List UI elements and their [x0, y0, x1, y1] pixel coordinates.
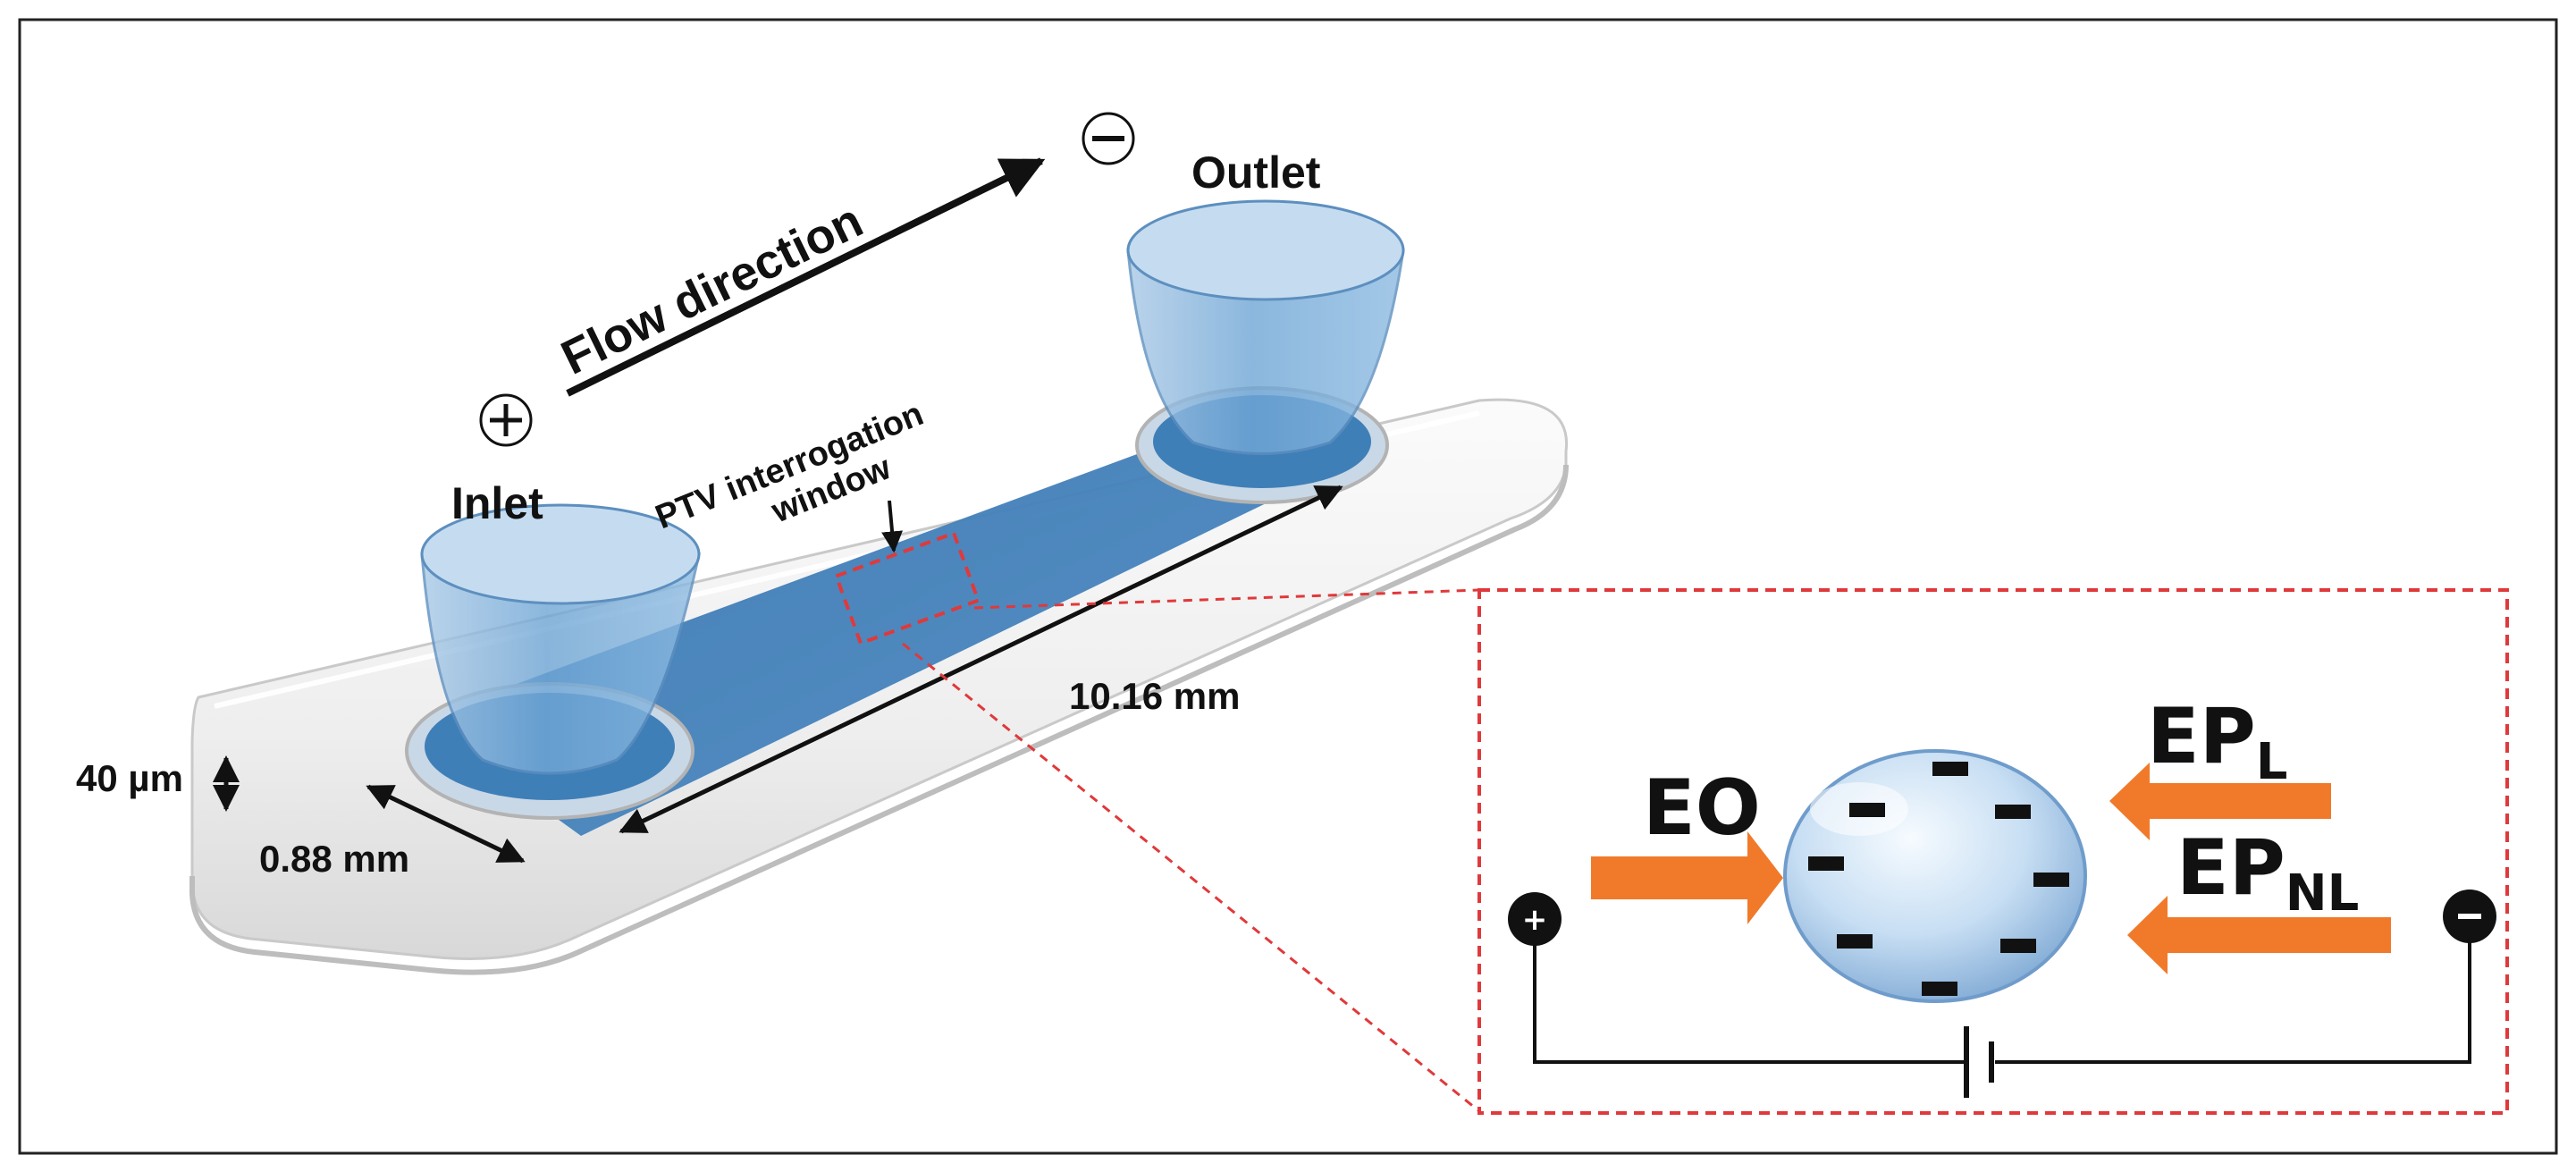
inlet-label: Inlet	[451, 478, 543, 528]
plus-electrode-sign: +	[1522, 902, 1548, 938]
outlet-cup	[1126, 199, 1405, 455]
particle	[1783, 749, 2087, 1003]
depth-label: 40 µm	[76, 757, 183, 799]
ep-l-main: EP	[2147, 692, 2256, 781]
minus-electrode-icon	[2443, 890, 2496, 943]
surface-charges	[1808, 762, 2069, 996]
ep-nl-main: EP	[2176, 823, 2286, 913]
plus-electrode-icon: +	[1508, 892, 1562, 946]
figure-border	[18, 18, 2558, 1155]
length-dimension-arrow	[619, 485, 1343, 834]
battery-icon	[1964, 1026, 1994, 1098]
inset-panel: + EO EPL EPNL	[1477, 588, 2509, 1115]
ep-l-force-arrow	[2109, 763, 2331, 840]
ep-l-subscript: L	[2256, 733, 2288, 791]
plus-sign-icon	[479, 393, 533, 447]
flow-direction-label: Flow direction	[553, 193, 871, 384]
minus-sign-icon	[1082, 112, 1135, 165]
width-label: 0.88 mm	[259, 838, 409, 880]
eo-label: EO	[1643, 763, 1761, 853]
eo-force-arrow	[1591, 831, 1783, 924]
circuit	[1533, 916, 2471, 1064]
microchip	[189, 199, 1569, 975]
ep-nl-label: EPNL	[2176, 823, 2359, 923]
ep-nl-subscript: NL	[2286, 864, 2360, 923]
length-label: 10.16 mm	[1069, 675, 1240, 717]
zoom-line-top	[973, 588, 1480, 610]
outlet-label: Outlet	[1191, 148, 1321, 198]
width-dimension-arrow	[366, 784, 526, 864]
ep-l-label: EPL	[2147, 692, 2287, 791]
flow-arrow-icon	[566, 157, 1046, 397]
ep-nl-force-arrow	[2127, 896, 2391, 974]
zoom-line-bottom	[902, 642, 1480, 1113]
